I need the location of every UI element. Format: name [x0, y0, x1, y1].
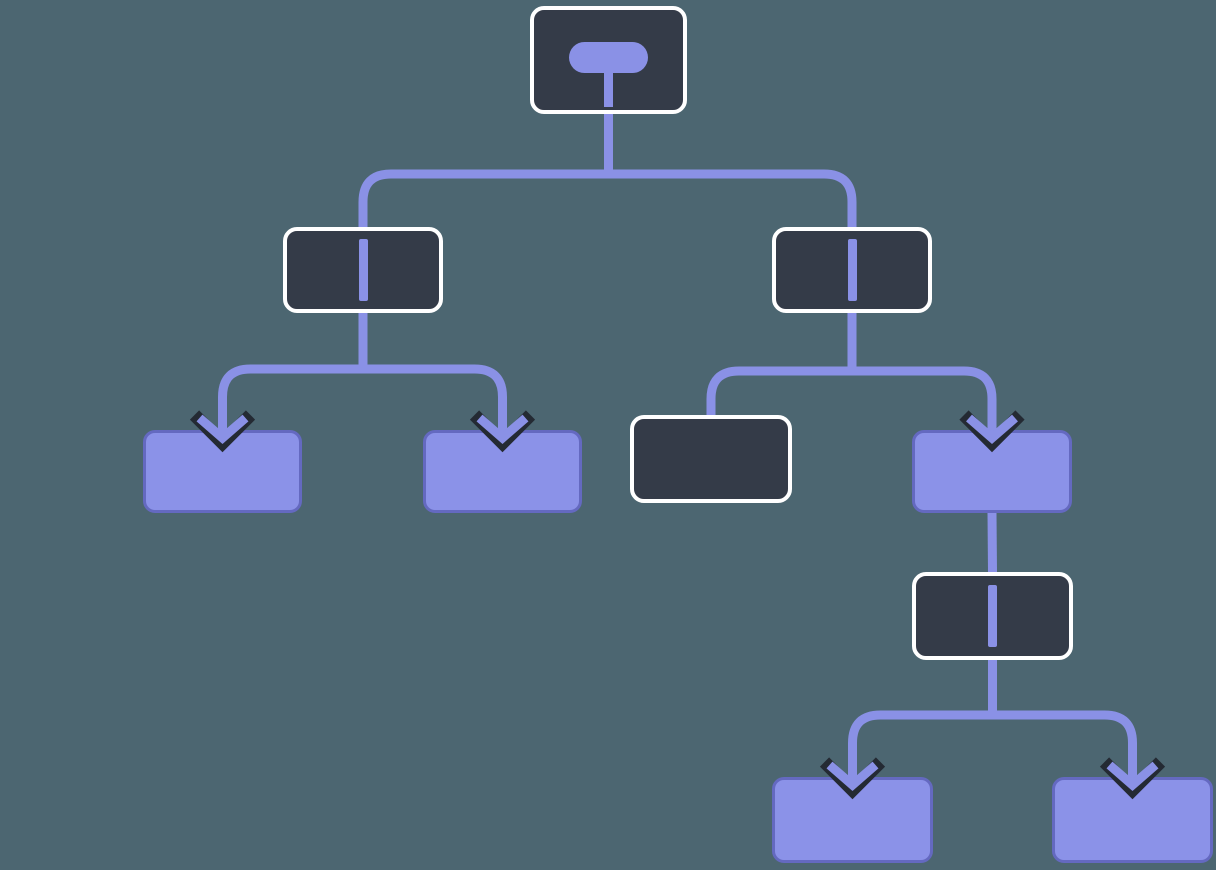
- pass-through-line-icon: [988, 585, 997, 647]
- node-leaf-top-left[interactable]: [143, 430, 302, 513]
- node-leaf-bottom-left[interactable]: [772, 777, 933, 863]
- root-pill-shape: [569, 42, 648, 73]
- tree-root-icon: [534, 10, 683, 110]
- root-stem-shape: [604, 73, 613, 107]
- node-dark-leaf[interactable]: [630, 415, 792, 503]
- node-mid-right[interactable]: [912, 430, 1072, 513]
- node-branch-left[interactable]: [283, 227, 443, 313]
- pass-through-line-icon: [358, 239, 368, 301]
- node-leaf-top-mid[interactable]: [423, 430, 582, 513]
- node-leaf-bottom-right[interactable]: [1052, 777, 1213, 863]
- node-branch-lower[interactable]: [912, 572, 1073, 660]
- pass-through-line-icon: [847, 239, 857, 301]
- node-root[interactable]: [530, 6, 687, 114]
- node-branch-right[interactable]: [772, 227, 932, 313]
